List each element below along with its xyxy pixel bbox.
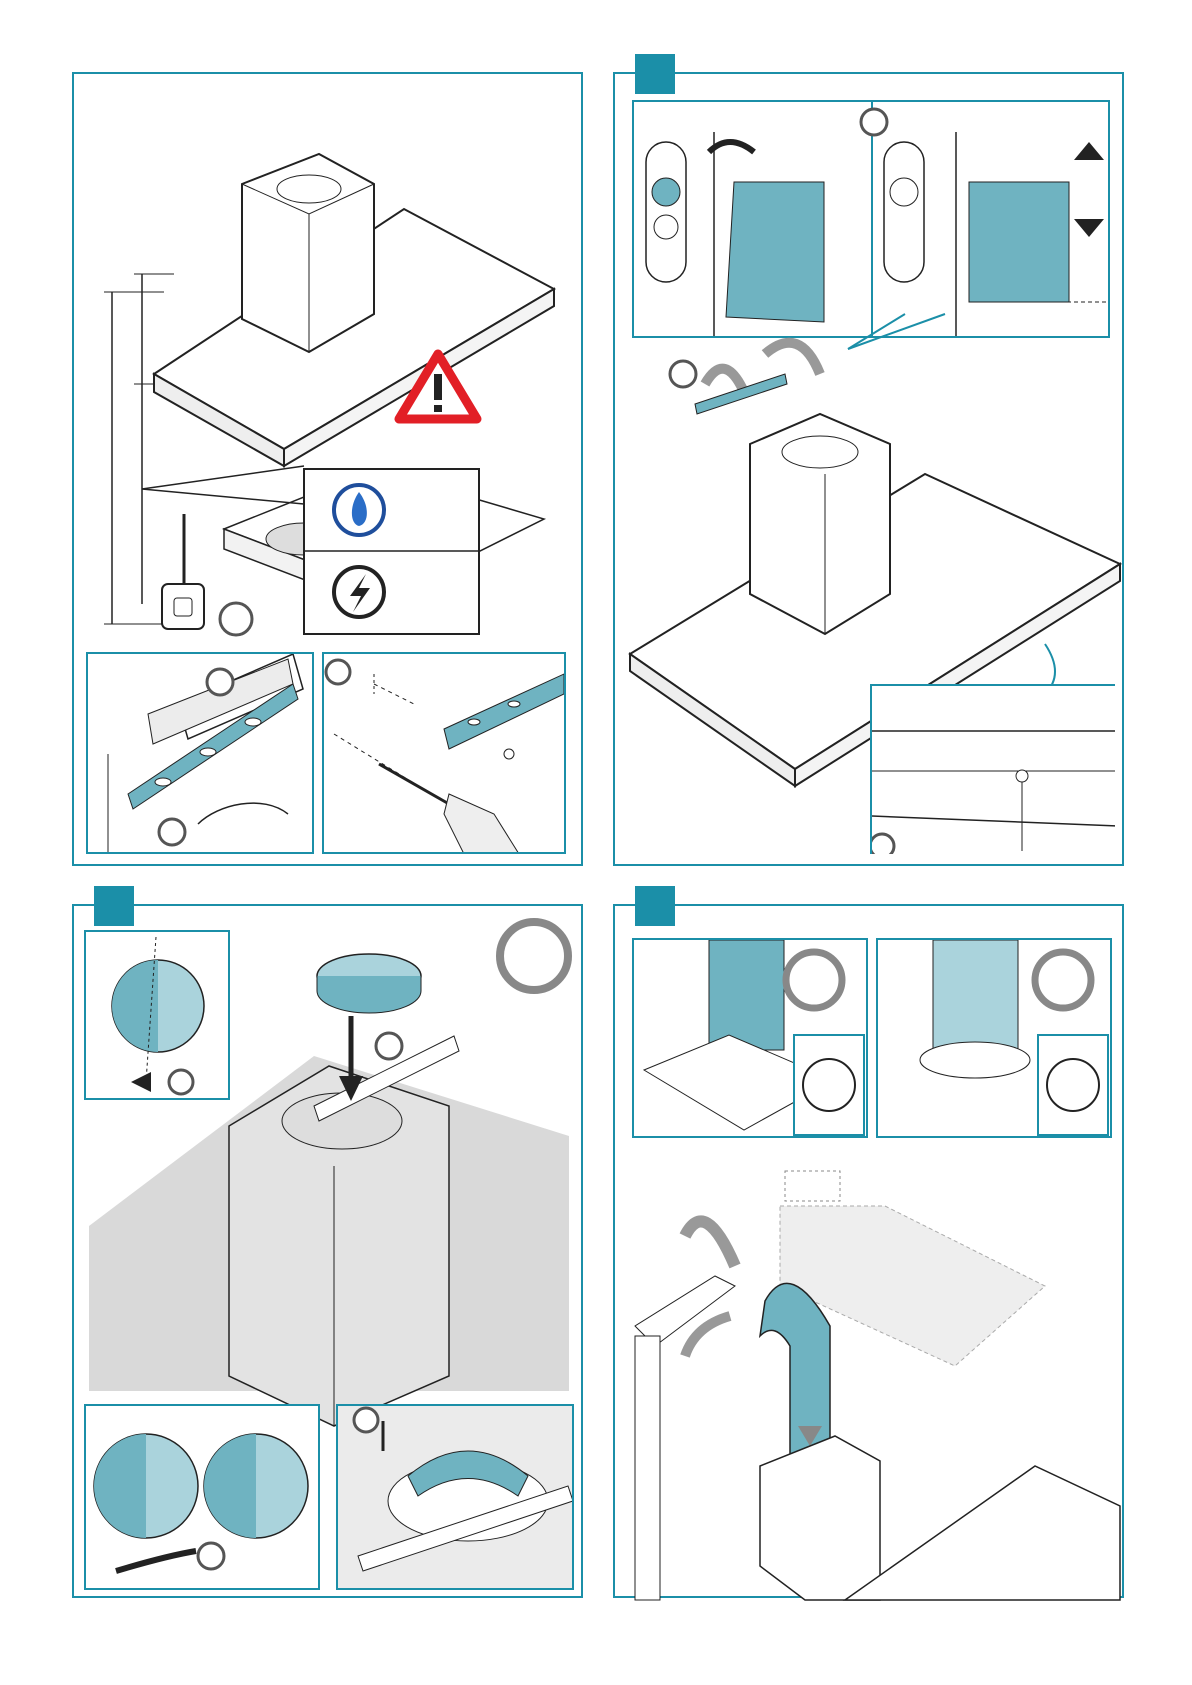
subpanel-valve-rotate — [84, 930, 230, 1100]
screw-icon — [504, 749, 514, 759]
subpanel-valve-align — [84, 1404, 320, 1590]
subpanel-drill — [322, 652, 566, 854]
subpanel-screw-detail — [870, 684, 1115, 854]
drill-icon — [379, 764, 519, 854]
panel-4 — [613, 904, 1124, 1598]
panel-3 — [72, 904, 583, 1598]
panel-2 — [613, 72, 1124, 866]
subpanel-valve-screw — [336, 1404, 574, 1590]
panel-1 — [72, 72, 583, 866]
duct-routing-illustration — [615, 906, 1126, 1600]
tape-measure-icon — [162, 514, 204, 629]
subpanel-level-mark — [86, 652, 314, 854]
